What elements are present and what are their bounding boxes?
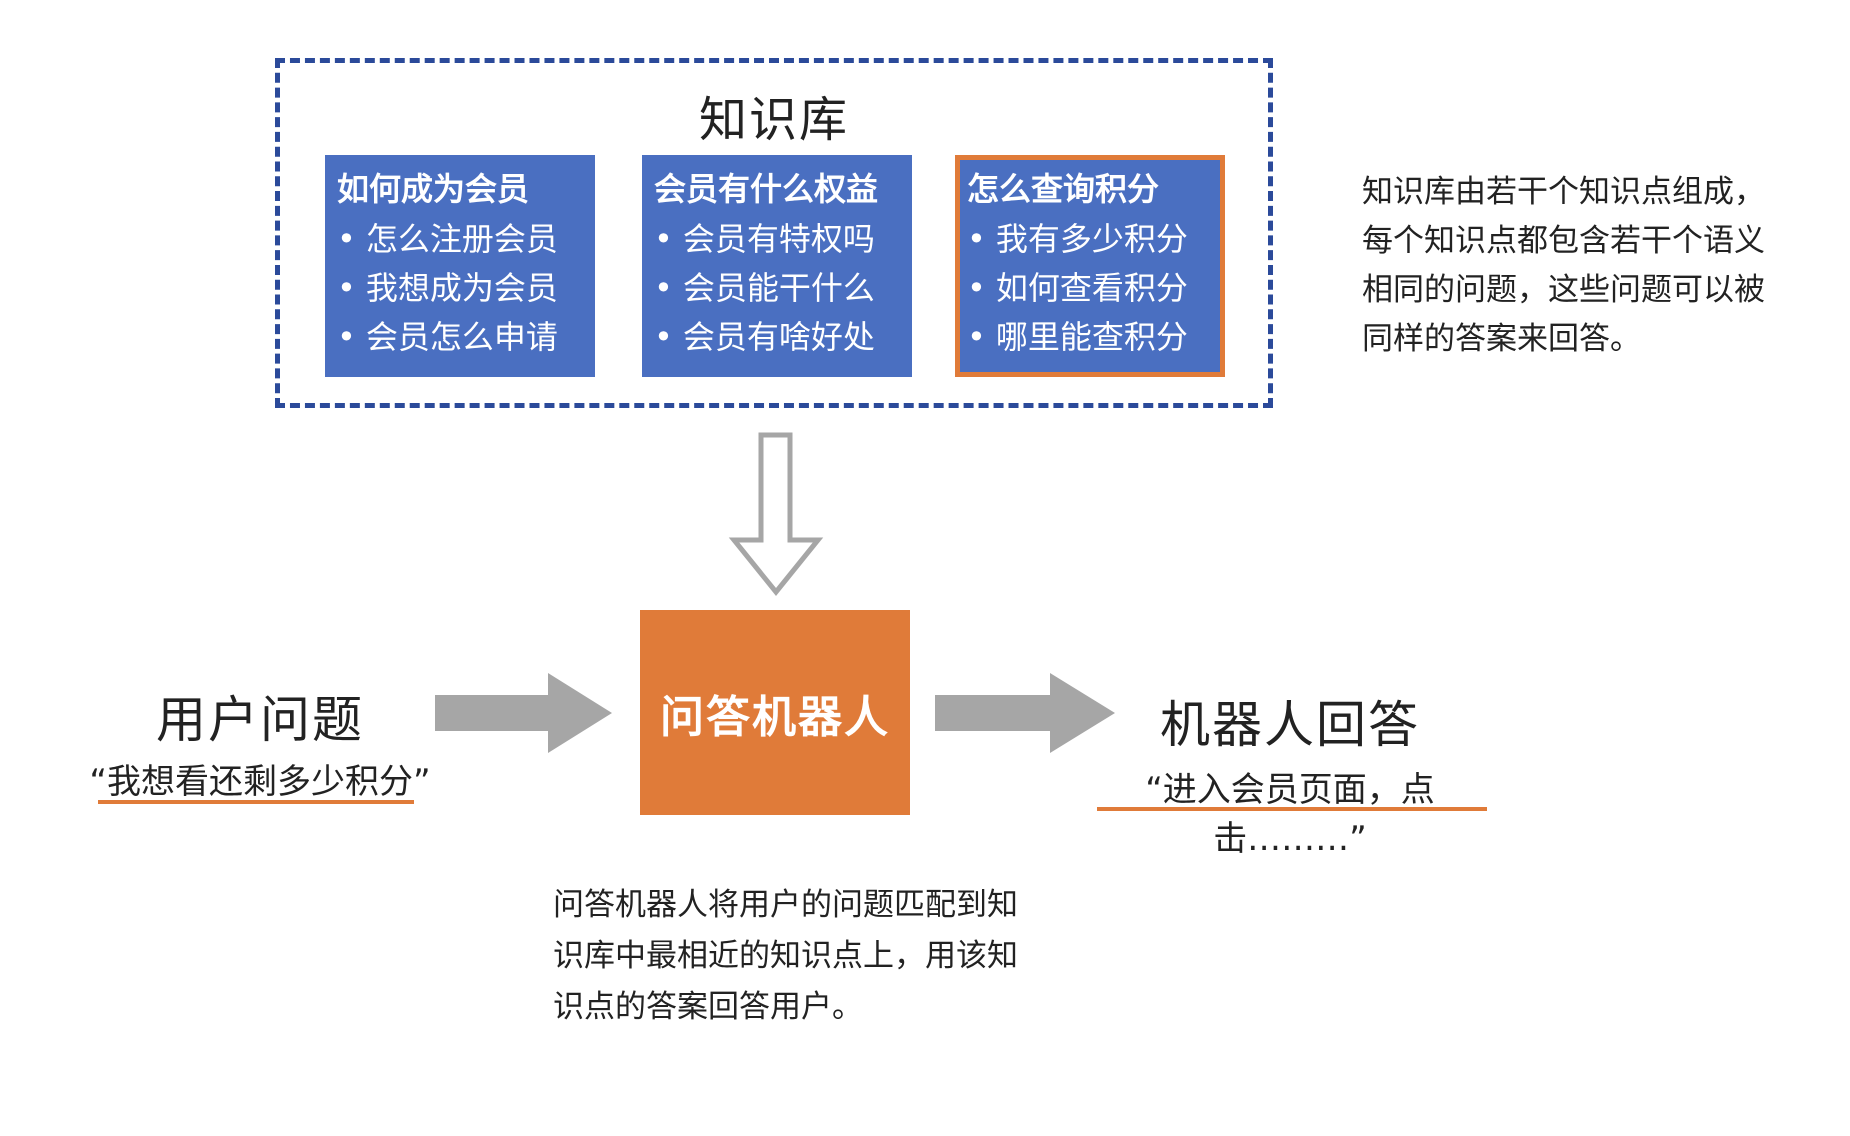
question-item: 我想成为会员 bbox=[337, 270, 585, 306]
question-item: 如何查看积分 bbox=[967, 270, 1215, 306]
question-list: 怎么注册会员 我想成为会员 会员怎么申请 bbox=[337, 221, 585, 355]
question-item: 会员有特权吗 bbox=[654, 221, 902, 257]
question-item: 我有多少积分 bbox=[967, 221, 1215, 257]
knowledge-point-card: 如何成为会员 怎么注册会员 我想成为会员 会员怎么申请 bbox=[325, 155, 595, 377]
down-arrow-icon bbox=[728, 432, 824, 596]
knowledge-point-title: 如何成为会员 bbox=[337, 170, 530, 208]
robot-answer-title: 机器人回答 bbox=[1160, 696, 1420, 754]
user-question-example: “我想看还剩多少积分” bbox=[89, 762, 431, 802]
question-item: 会员有啥好处 bbox=[654, 319, 902, 355]
knowledge-point-card-highlighted: 怎么查询积分 我有多少积分 如何查看积分 哪里能查积分 bbox=[955, 155, 1225, 377]
robot-answer-example: “进入会员页面，点击………” bbox=[1145, 770, 1435, 859]
question-item: 会员能干什么 bbox=[654, 270, 902, 306]
knowledge-base-description: 知识库由若干个知识点组成，每个知识点都包含若干个语义相同的问题，这些问题可以被同… bbox=[1362, 174, 1765, 357]
question-item: 哪里能查积分 bbox=[967, 319, 1215, 355]
qa-robot-box: 问答机器人 bbox=[640, 610, 910, 815]
user-question-underline bbox=[98, 800, 414, 804]
question-list: 会员有特权吗 会员能干什么 会员有啥好处 bbox=[654, 221, 902, 355]
knowledge-point-card: 会员有什么权益 会员有特权吗 会员能干什么 会员有啥好处 bbox=[642, 155, 912, 377]
right-arrow-icon bbox=[935, 673, 1115, 753]
qa-robot-label: 问答机器人 bbox=[660, 691, 890, 743]
question-item: 会员怎么申请 bbox=[337, 319, 585, 355]
knowledge-point-title: 怎么查询积分 bbox=[967, 170, 1160, 208]
right-arrow-icon bbox=[435, 673, 612, 753]
knowledge-base-frame bbox=[275, 58, 1273, 408]
knowledge-point-title: 会员有什么权益 bbox=[654, 170, 879, 208]
robot-description: 问答机器人将用户的问题匹配到知识库中最相近的知识点上，用该知识点的答案回答用户。 bbox=[553, 887, 1018, 1025]
knowledge-base-title: 知识库 bbox=[698, 92, 849, 148]
question-list: 我有多少积分 如何查看积分 哪里能查积分 bbox=[967, 221, 1215, 355]
user-question-title: 用户问题 bbox=[156, 691, 364, 749]
question-item: 怎么注册会员 bbox=[337, 221, 585, 257]
robot-answer-underline bbox=[1097, 807, 1487, 811]
